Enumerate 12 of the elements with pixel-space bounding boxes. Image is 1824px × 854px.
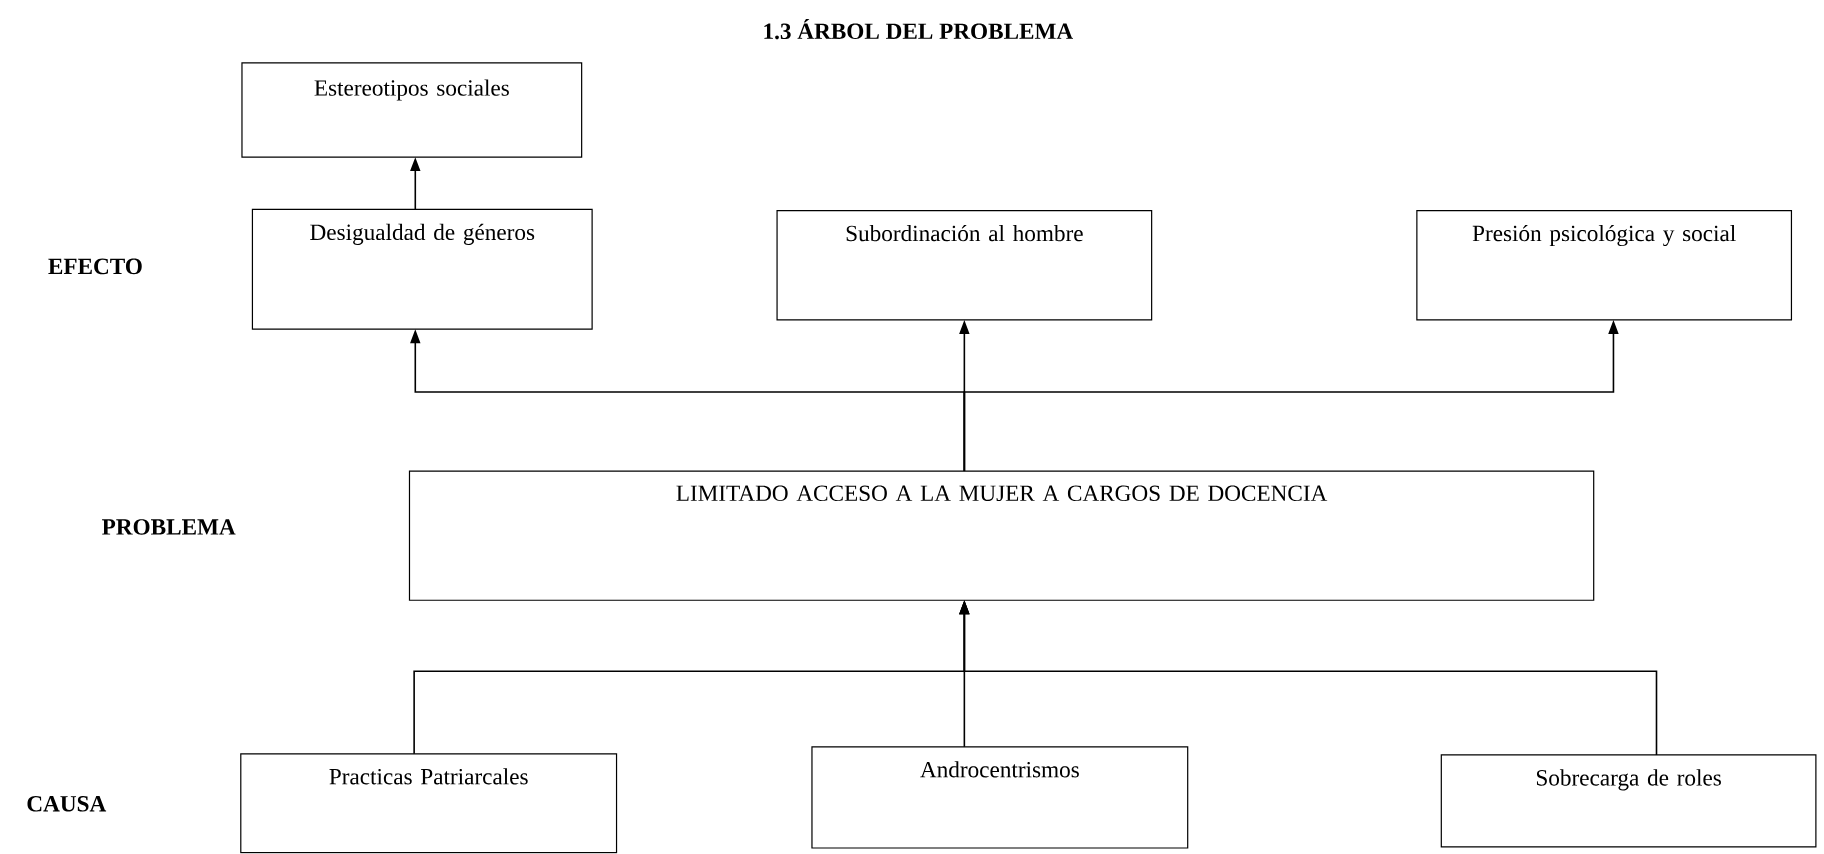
text-box: Presión psicológica y social xyxy=(1416,210,1793,321)
text-box: Desigualdad de géneros xyxy=(251,208,593,330)
text-box: Practicas Patriarcales xyxy=(240,753,618,854)
text-box: Estereotipos sociales xyxy=(241,62,583,158)
row-label: PROBLEMA xyxy=(102,519,236,535)
title: 1.3 ÁRBOL DEL PROBLEMA xyxy=(764,19,1073,40)
text-box: Sobrecarga de roles xyxy=(1440,754,1817,848)
text-box: Subordinación al hombre xyxy=(776,210,1153,321)
text-box: LIMITADO ACCESO A LA MUJER A CARGOS DE DOCENCIA xyxy=(408,470,1595,601)
row-label: CAUSA xyxy=(27,796,107,812)
row-label: EFECTO xyxy=(48,258,142,275)
text-box: Androcentrismos xyxy=(811,746,1189,849)
